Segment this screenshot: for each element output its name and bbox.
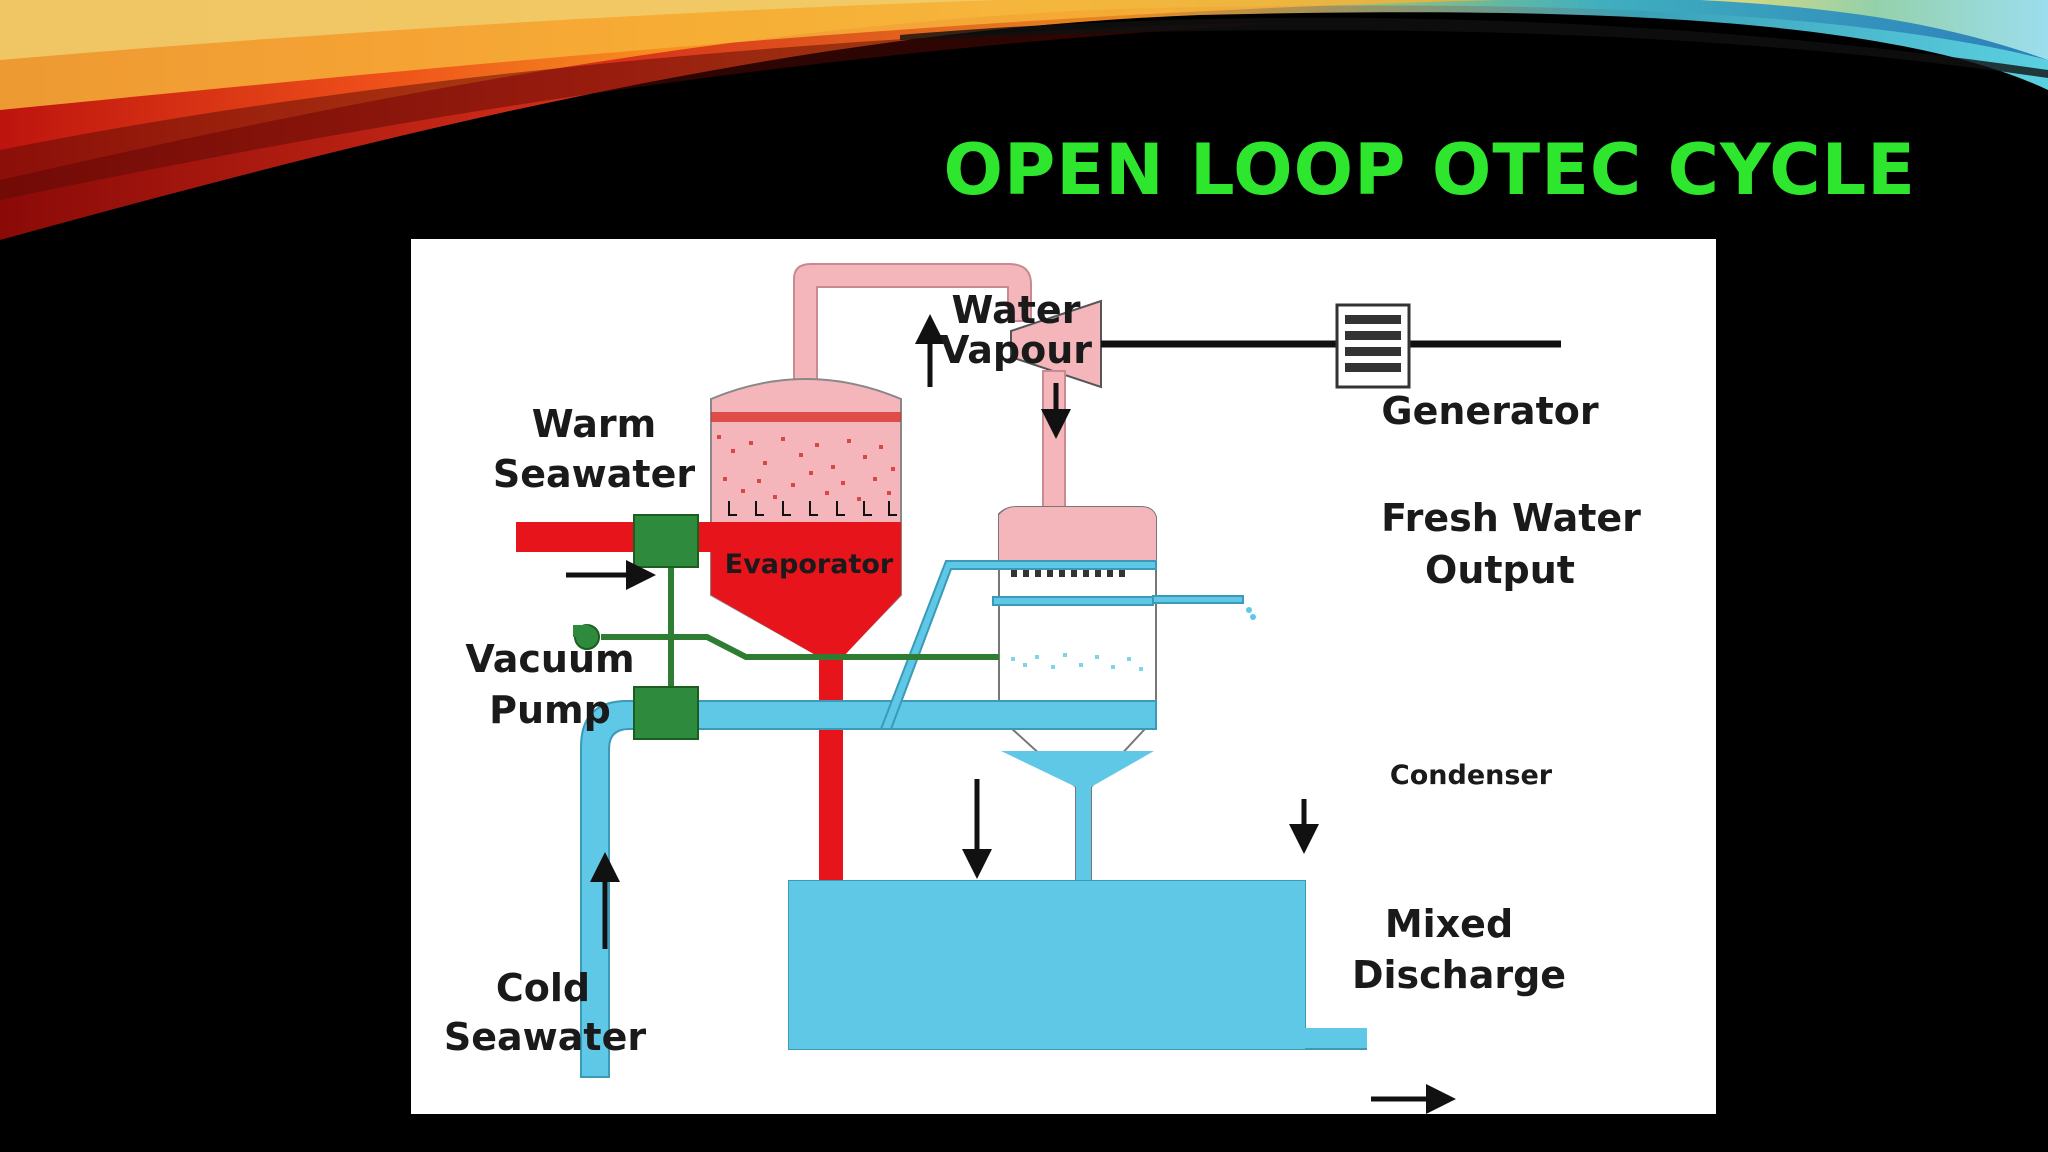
label-warm-seawater-1: Warm [532,402,657,446]
otec-diagram-drawing: Water Vapour Generator Warm Seawater Fre… [444,263,1641,1114]
generator-icon [1335,303,1411,389]
label-fresh-water-1: Fresh Water [1381,496,1641,540]
label-water-vapour-1: Water [952,288,1081,332]
label-fresh-water-2: Output [1425,548,1575,592]
decorative-swoosh-banner [0,0,2048,240]
otec-diagram: Water Vapour Generator Warm Seawater Fre… [411,239,1716,1114]
mixed-discharge-tank [788,880,1367,1050]
label-water-vapour-2: Vapour [940,328,1092,372]
label-vacuum-pump-1: Vacuum [465,637,634,681]
label-vacuum-pump-2: Pump [489,688,611,732]
fresh-water-outlet [1246,607,1256,620]
vacuum-pump-icon [573,624,600,650]
label-mixed-discharge-1: Mixed [1385,902,1513,946]
label-cold-seawater-2: Seawater [444,1015,646,1059]
warm-seawater-pipe [516,522,901,552]
vacuum-line [601,552,999,701]
valve-icon [633,514,699,568]
turbine-icon [1010,299,1561,389]
label-condenser: Condenser [1390,760,1553,791]
label-mixed-discharge-2: Discharge [1352,953,1566,997]
label-warm-seawater-2: Seawater [493,452,695,496]
label-generator: Generator [1381,389,1598,433]
vapour-duct [793,263,1032,410]
cold-seawater-pipe [580,560,1244,1078]
label-evaporator: Evaporator [725,549,894,580]
valve-icon [633,686,699,740]
evaporator-vessel [710,378,902,890]
label-cold-seawater-1: Cold [496,966,590,1010]
flow-arrow-icon [566,314,1456,1114]
slide-title: OPEN LOOP OTEC CYCLE [943,129,1916,211]
